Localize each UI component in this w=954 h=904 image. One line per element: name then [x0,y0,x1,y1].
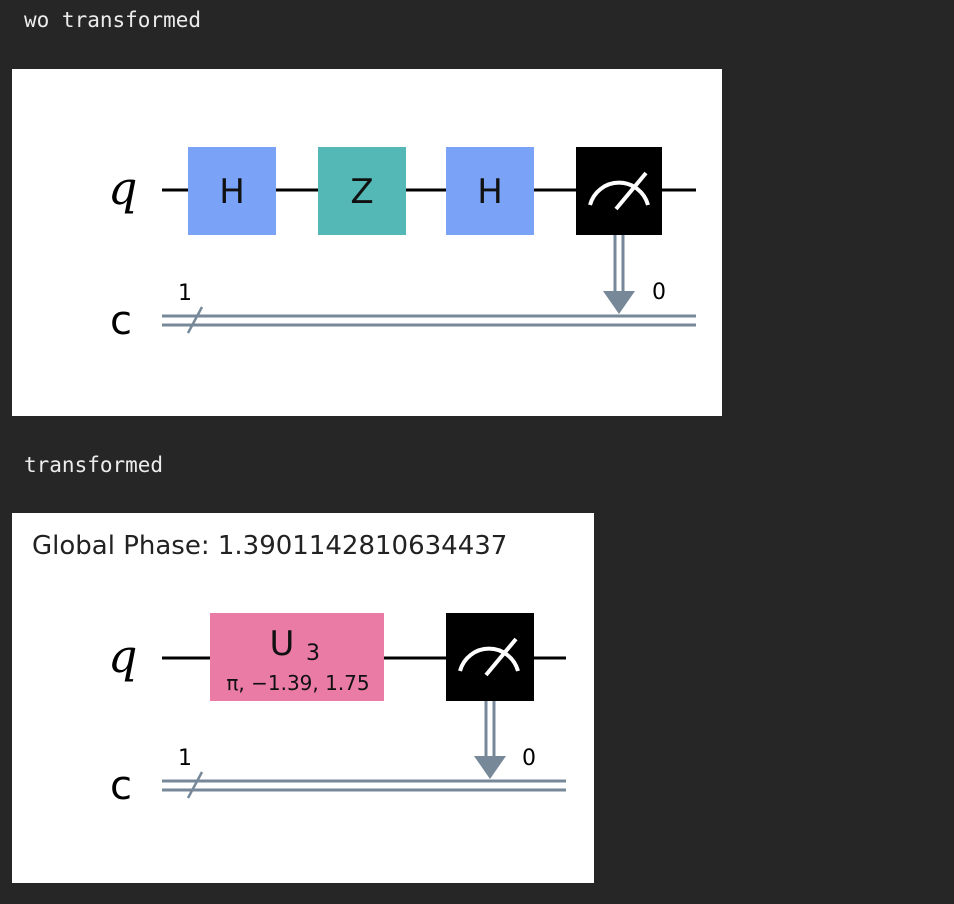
clbit-width: 1 [178,281,192,306]
classical-arrow-icon [603,235,635,314]
svg-text:H: H [219,172,245,212]
global-phase: Global Phase: 1.3901142810634437 [32,531,507,561]
circuit-diagram-2: Global Phase: 1.3901142810634437 1 q c U… [32,531,566,809]
circuit-figure-1: 1 q c H Z H 0 [12,69,722,416]
register-slash [186,306,204,334]
gate-h-1: H [188,147,276,235]
svg-text:π, −1.39, 1.75: π, −1.39, 1.75 [226,671,369,695]
svg-text:3: 3 [306,641,320,666]
qubit-label: q [108,629,137,683]
measure-target: 0 [652,280,666,305]
output-label-1: wo transformed [24,8,202,32]
svg-text:H: H [477,172,503,212]
clbit-label: c [110,298,132,344]
svg-text:Z: Z [350,172,373,212]
measurement-meter-icon [458,637,520,677]
output-label-2: transformed [24,453,164,477]
circuit-figure-2: Global Phase: 1.3901142810634437 1 q c U… [12,513,594,883]
measure-gate [446,613,534,701]
qubit-label: q [108,161,137,215]
measurement-meter-icon [588,171,650,211]
gate-h-2: H [446,147,534,235]
clbit-width: 1 [178,746,192,771]
clbit-label: c [110,763,132,809]
svg-text:U: U [270,624,295,664]
classical-arrow-icon [474,701,506,779]
measure-gate [576,147,662,235]
register-slash [186,771,204,799]
measure-target: 0 [522,746,536,771]
gate-z: Z [318,147,406,235]
gate-u3: U 3 π, −1.39, 1.75 [210,613,384,701]
circuit-diagram-1: 1 q c H Z H 0 [108,147,696,344]
